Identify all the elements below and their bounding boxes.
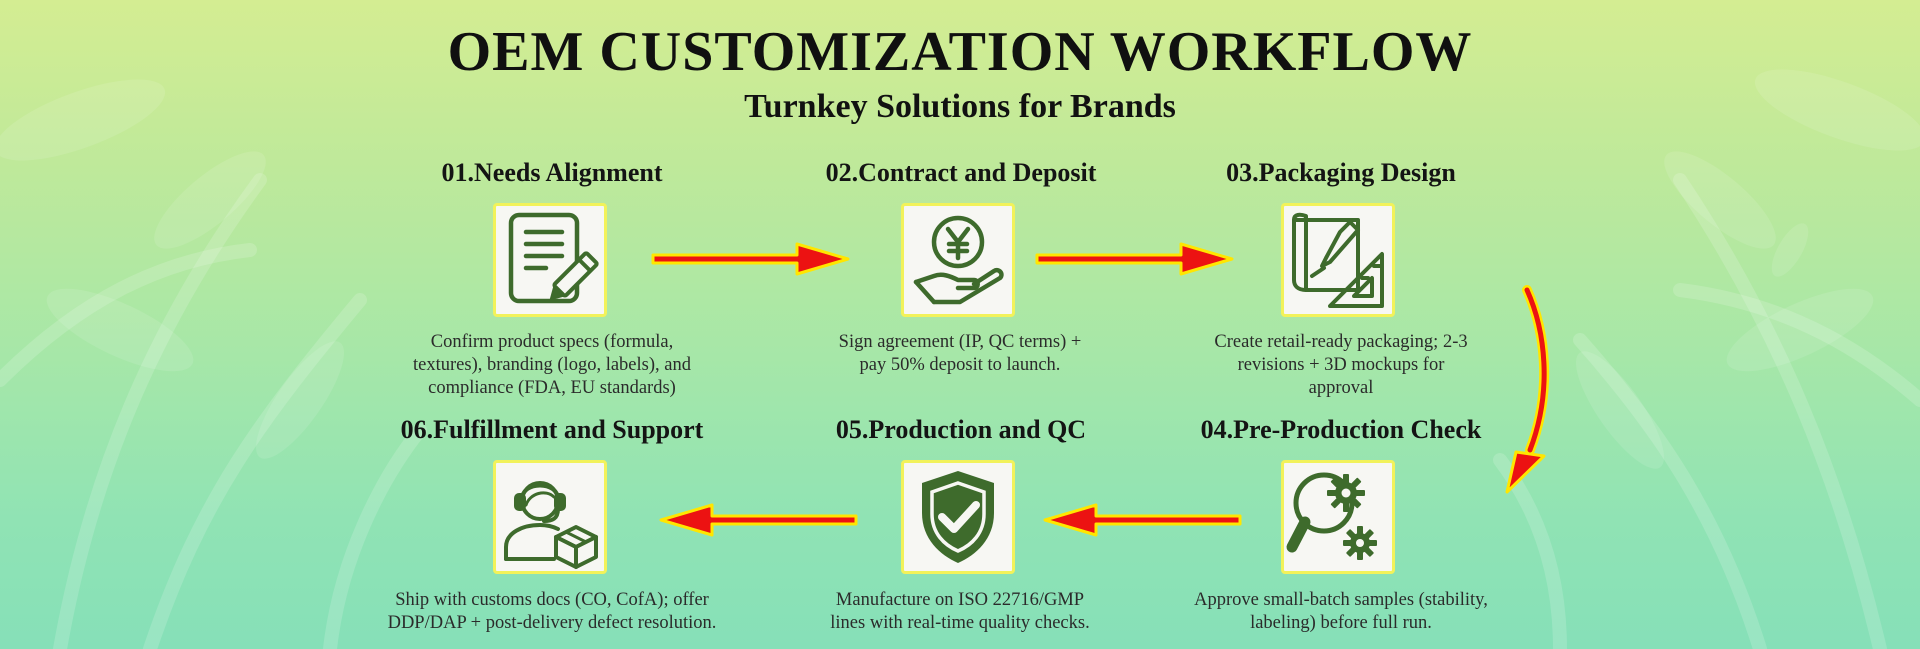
- step-4-description: Approve small-batch samples (stability, …: [1194, 590, 1488, 633]
- magnifier-gears-icon: [1286, 472, 1377, 560]
- step-6-description: Ship with customs docs (CO, CofA); offer…: [387, 590, 717, 633]
- step-6-title: 06.Fulfillment and Support: [400, 415, 704, 444]
- page-title: OEM CUSTOMIZATION WORKFLOW: [447, 21, 1473, 83]
- step-5-description: Manufacture on ISO 22716/GMP lines with …: [830, 590, 1090, 633]
- step-1-title: 01.Needs Alignment: [441, 158, 663, 187]
- step-2-icon-box: [901, 203, 1015, 317]
- document-pencil-icon: [508, 212, 599, 304]
- step-6-icon-box: [493, 460, 607, 574]
- step-2-title: 02.Contract and Deposit: [825, 158, 1097, 187]
- yen-coin-hand-icon: [913, 215, 1004, 305]
- step-2-description: Sign agreement (IP, QC terms) + pay 50% …: [838, 332, 1082, 375]
- blueprint-pencil-ruler-icon: [1292, 212, 1384, 308]
- step-3-description: Create retail-ready packaging; 2-3 revis…: [1214, 332, 1468, 398]
- support-agent-box-icon: [504, 481, 598, 569]
- step-1-icon-box: [493, 203, 607, 317]
- step-3-title: 03.Packaging Design: [1226, 158, 1456, 187]
- step-3-icon-box: [1281, 203, 1395, 317]
- step-4-icon-box: [1281, 460, 1395, 574]
- step-1-description: Confirm product specs (formula, textures…: [413, 332, 691, 398]
- step-5-icon-box: [901, 460, 1015, 574]
- step-4-title: 04.Pre-Production Check: [1200, 415, 1482, 444]
- page-subtitle: Turnkey Solutions for Brands: [744, 88, 1176, 125]
- step-5-title: 05.Production and QC: [835, 415, 1087, 444]
- shield-check-icon: [922, 471, 994, 563]
